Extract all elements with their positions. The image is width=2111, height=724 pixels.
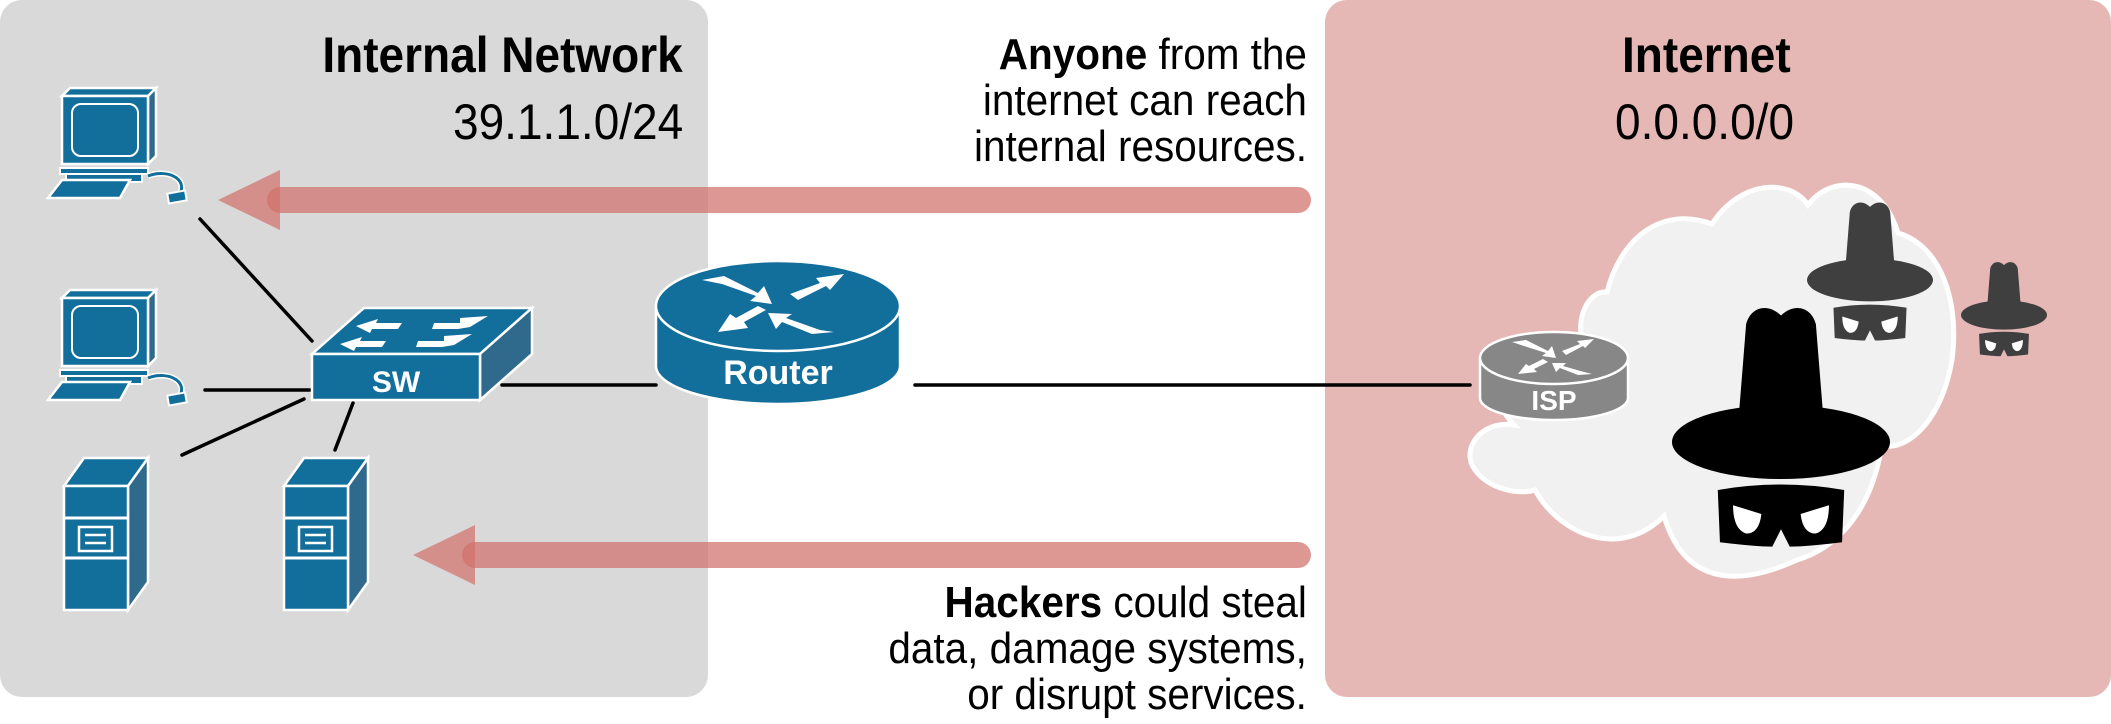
isp-router-icon: ISP <box>1478 330 1630 422</box>
arrow-head-top <box>218 170 280 230</box>
arrow-head-bottom <box>413 525 475 585</box>
hacker-spy-icon <box>1961 262 2047 357</box>
annotation-hackers-line2: data, damage systems, <box>888 624 1307 673</box>
desktop-computer-icon <box>48 88 187 203</box>
annotation-hackers-line1: could steal <box>1102 578 1307 627</box>
desktop-computer-icon <box>48 290 187 405</box>
network-switch-icon: SW <box>308 305 536 403</box>
annotation-anyone-line2: internet can reach <box>982 76 1307 125</box>
server-tower-icon <box>62 456 150 612</box>
annotation-hackers-bold: Hackers <box>944 578 1103 627</box>
router-label: Router <box>723 354 833 392</box>
annotation-anyone: Anyone from the internet can reach inter… <box>974 32 1307 170</box>
annotation-hackers-line3: or disrupt services. <box>967 670 1307 719</box>
annotation-anyone-line3: internal resources. <box>974 122 1307 171</box>
internet-title: Internet <box>1622 27 1791 83</box>
isp-label: ISP <box>1531 385 1576 416</box>
annotation-anyone-bold: Anyone <box>998 30 1148 79</box>
annotation-anyone-line1: from the <box>1147 30 1307 79</box>
internal-network-subnet: 39.1.1.0/24 <box>452 94 683 150</box>
link-server1-switch <box>180 397 306 457</box>
attack-arrow-bottom <box>413 525 1311 585</box>
annotation-hackers: Hackers could steal data, damage systems… <box>889 580 1307 718</box>
internet-subnet: 0.0.0.0/0 <box>1615 94 1795 150</box>
link-server2-switch <box>333 401 355 452</box>
internal-network-title: Internal Network <box>322 27 683 83</box>
attack-arrow-top <box>218 170 1311 230</box>
link-pc1-switch <box>198 217 314 343</box>
router-icon: Router <box>654 259 902 406</box>
switch-label: SW <box>372 366 421 399</box>
server-tower-icon <box>282 456 370 612</box>
network-links <box>180 217 1472 457</box>
